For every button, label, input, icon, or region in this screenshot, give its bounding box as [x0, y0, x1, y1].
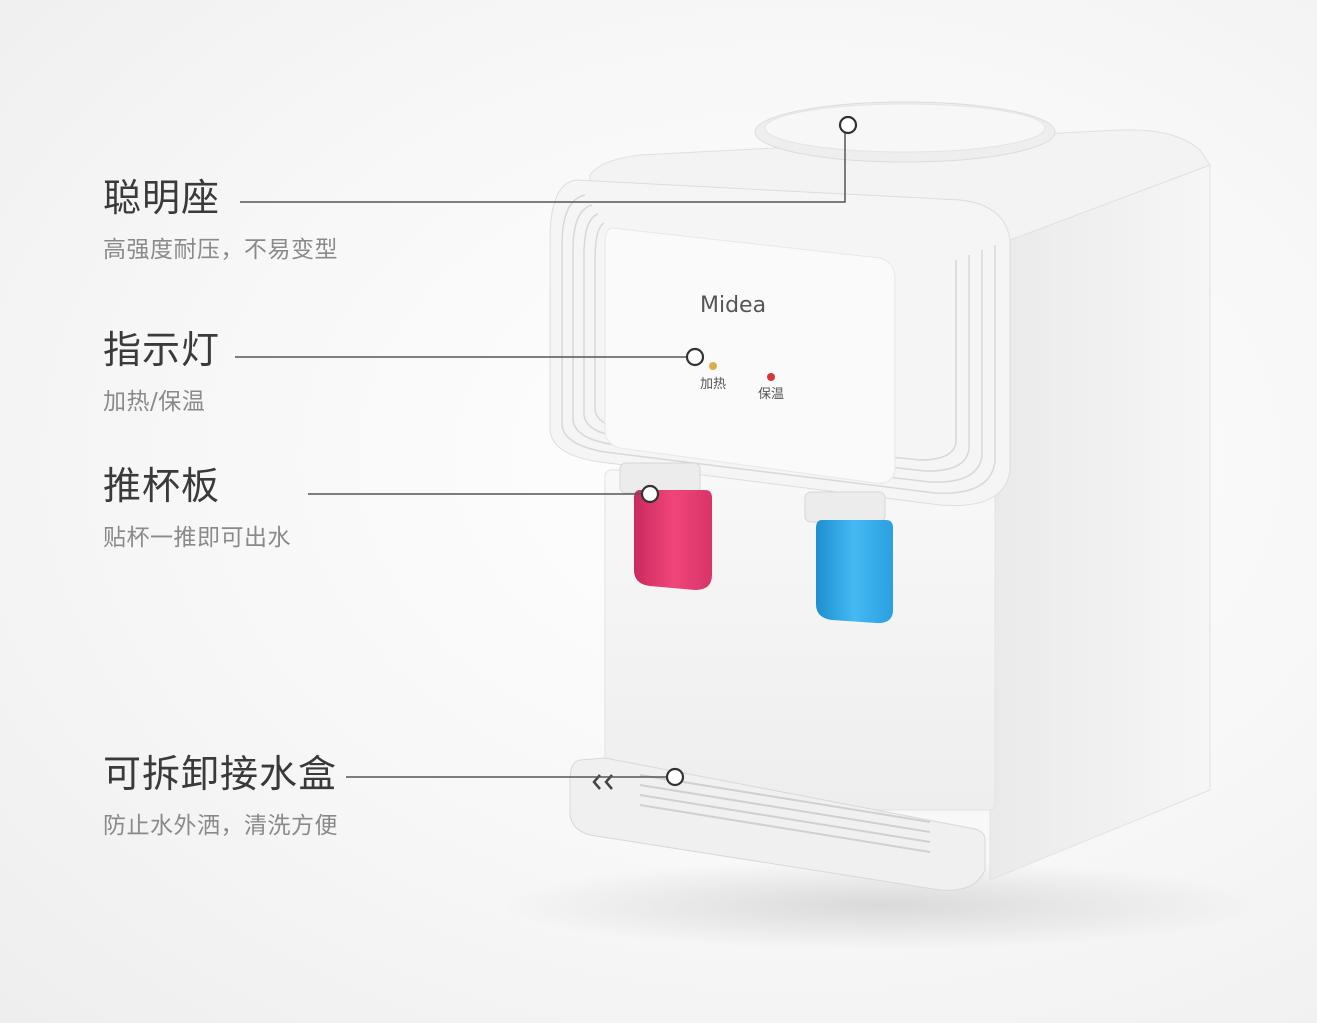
warm-indicator-light — [767, 373, 775, 381]
heating-indicator-label: 加热 — [700, 377, 726, 392]
control-panel — [604, 227, 896, 484]
feature-desc: 加热/保温 — [103, 388, 206, 415]
warm-indicator-label: 保温 — [758, 387, 784, 402]
panel-ridges — [561, 194, 996, 494]
brand-logo: Midea — [700, 293, 766, 318]
feature-push-plate: 推杯板 贴杯一推即可出水 — [103, 464, 291, 552]
dispenser-side-panel — [989, 164, 1211, 881]
feature-desc: 高强度耐压，不易变型 — [103, 236, 338, 263]
hot-tap-housing — [619, 462, 701, 494]
cold-tap-housing — [804, 491, 886, 523]
feature-smart-seat: 聪明座 高强度耐压，不易变型 — [103, 176, 338, 264]
feature-title: 指示灯 — [103, 328, 221, 372]
hot-water-push-plate — [634, 490, 712, 590]
drip-tray-grille — [639, 774, 931, 853]
feature-drip-tray: 可拆卸接水盒 防止水外洒，清洗方便 — [103, 752, 338, 840]
callout-dot-drip-tray — [665, 767, 685, 787]
feature-title: 推杯板 — [103, 464, 221, 508]
callout-dot-smart-seat — [838, 115, 858, 135]
floor-shadow — [500, 860, 1260, 950]
feature-indicator-light: 指示灯 加热/保温 — [103, 328, 221, 416]
feature-desc: 贴杯一推即可出水 — [103, 524, 291, 551]
callout-dot-push-plate — [640, 484, 660, 504]
feature-title: 聪明座 — [103, 176, 221, 220]
cold-water-push-plate — [816, 520, 893, 624]
callout-dot-indicator — [685, 347, 705, 367]
heating-indicator-light — [709, 362, 717, 370]
smart-seat-inner — [764, 103, 1046, 153]
feature-desc: 防止水外洒，清洗方便 — [103, 812, 338, 839]
feature-title: 可拆卸接水盒 — [103, 752, 338, 796]
callout-line-smart-seat — [240, 125, 846, 203]
